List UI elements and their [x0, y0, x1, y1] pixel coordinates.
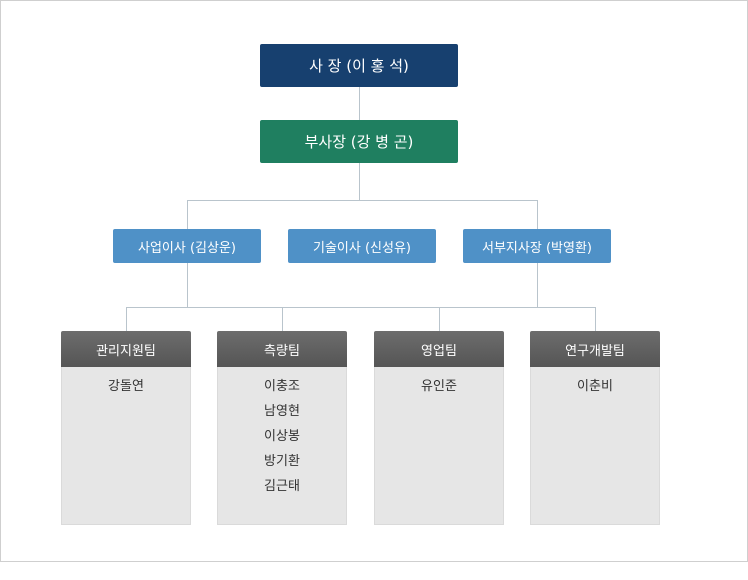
team-member: 이충조 [264, 379, 300, 394]
team-member: 김근태 [264, 479, 300, 494]
team-member: 이춘비 [577, 379, 613, 394]
team-surveying: 측량팀 이충조 남영현 이상봉 방기환 김근태 [217, 331, 347, 525]
team-header: 측량팀 [217, 331, 347, 367]
ceo-box: 사 장 (이 홍 석) [260, 44, 458, 87]
team-sales: 영업팀 유인준 [374, 331, 504, 525]
team-header: 연구개발팀 [530, 331, 660, 367]
team-member-list: 이충조 남영현 이상봉 방기환 김근태 [217, 367, 347, 525]
team-research-development: 연구개발팀 이춘비 [530, 331, 660, 525]
team-member: 이상봉 [264, 429, 300, 444]
team-member-list: 이춘비 [530, 367, 660, 525]
team-header: 영업팀 [374, 331, 504, 367]
team-management-support: 관리지원팀 강돌연 [61, 331, 191, 525]
vice-president-box: 부사장 (강 병 곤) [260, 120, 458, 163]
team-member-list: 유인준 [374, 367, 504, 525]
director-business-box: 사업이사 (김상운) [113, 229, 261, 263]
director-technology-box: 기술이사 (신성유) [288, 229, 436, 263]
team-member: 유인준 [421, 379, 457, 394]
team-header: 관리지원팀 [61, 331, 191, 367]
team-member-list: 강돌연 [61, 367, 191, 525]
team-member: 방기환 [264, 454, 300, 469]
director-west-branch-box: 서부지사장 (박영환) [463, 229, 611, 263]
team-member: 남영현 [264, 404, 300, 419]
team-member: 강돌연 [108, 379, 144, 394]
